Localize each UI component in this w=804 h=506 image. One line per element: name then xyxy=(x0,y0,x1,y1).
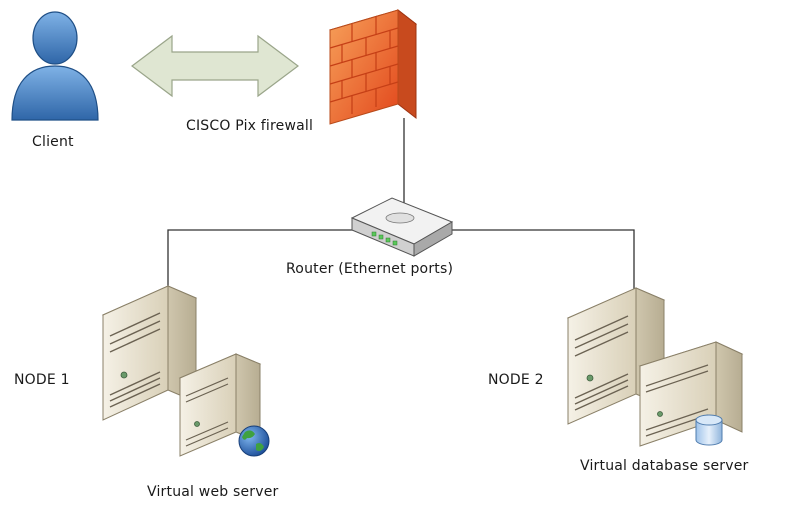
server-tower-icon xyxy=(566,287,666,425)
node2-label: NODE 2 xyxy=(488,372,544,388)
user-icon xyxy=(11,11,99,121)
router-icon xyxy=(350,197,454,257)
client-label: Client xyxy=(32,134,74,150)
firewall-label: CISCO Pix firewall xyxy=(186,118,314,134)
db-server-label: Virtual database server xyxy=(580,458,749,474)
firewall-icon xyxy=(328,8,418,125)
bidirectional-arrow-icon xyxy=(131,34,299,98)
node1-label: NODE 1 xyxy=(14,372,70,388)
router-label: Router (Ethernet ports) xyxy=(286,261,454,277)
server-database-icon xyxy=(638,341,744,447)
server-globe-icon xyxy=(178,353,270,457)
server-tower-icon xyxy=(101,285,198,421)
web-server-label: Virtual web server xyxy=(147,484,279,500)
router-node1-link xyxy=(167,229,360,360)
